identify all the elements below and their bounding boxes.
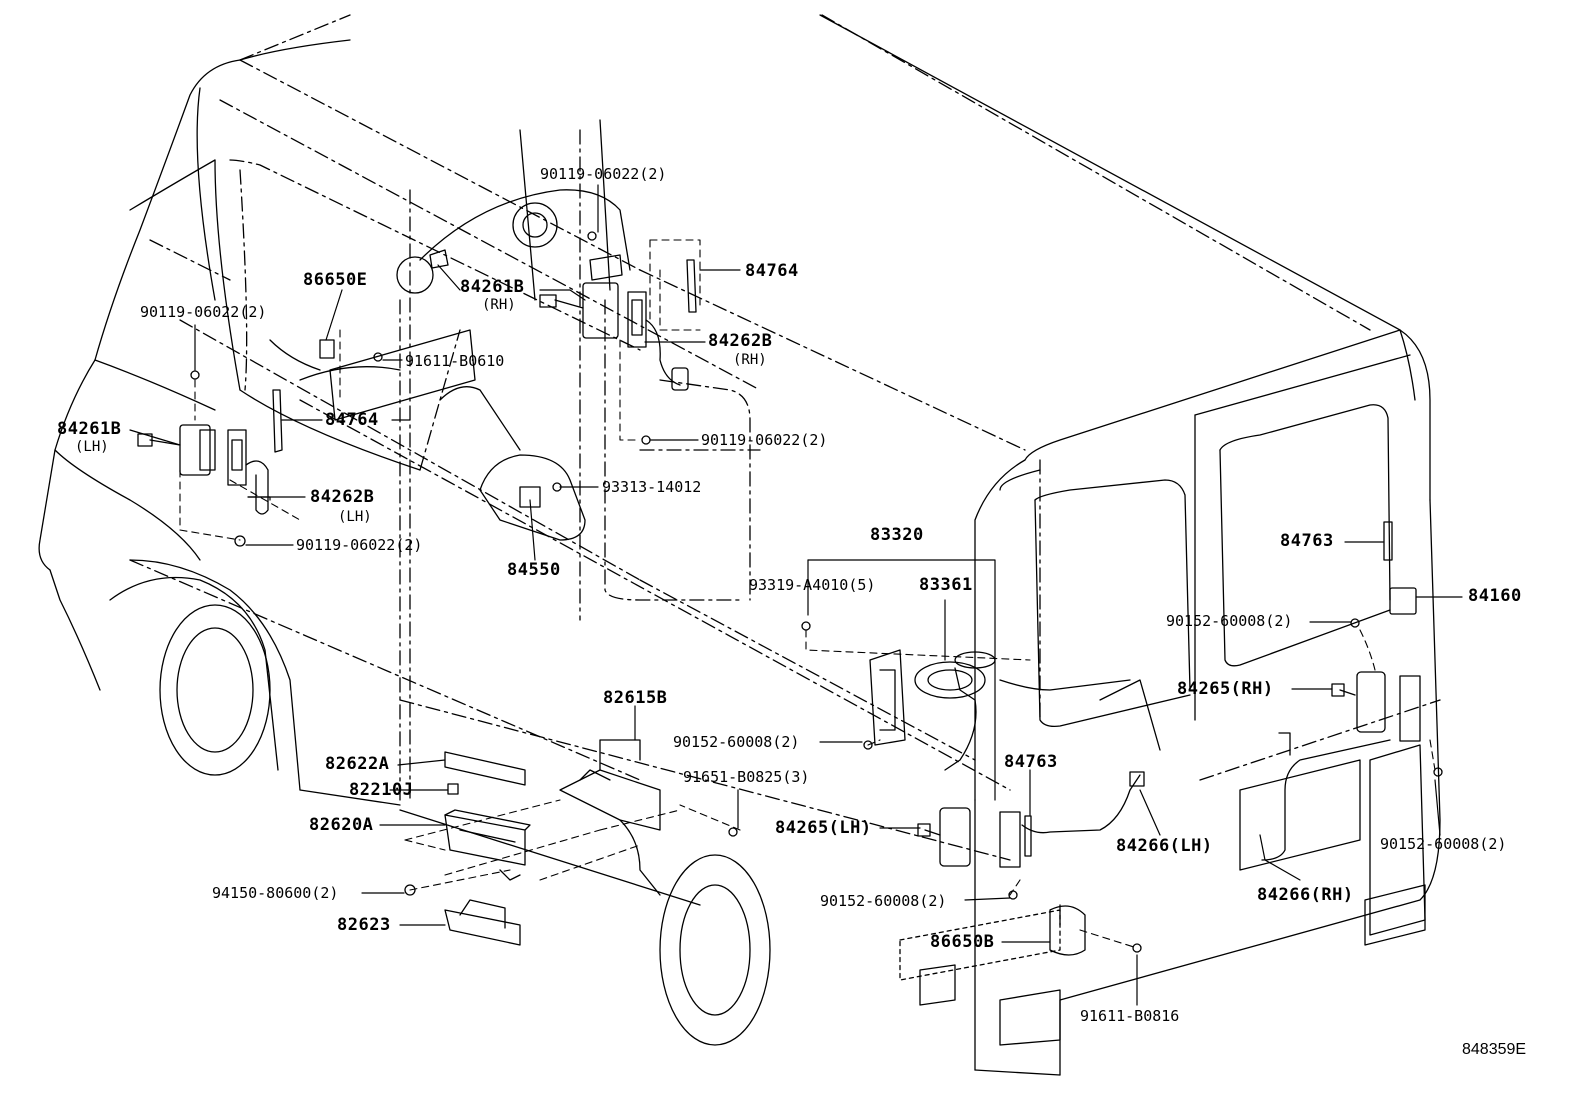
callout-84763-lower: 84763 xyxy=(1004,752,1058,772)
dashboard xyxy=(269,119,631,541)
figure-id: 848359E xyxy=(1462,1041,1527,1058)
callout-84261B-rh: 84261B xyxy=(460,277,525,297)
callout-84266-lh: 84266(LH) xyxy=(1116,836,1213,856)
callout-84550: 84550 xyxy=(507,560,561,580)
callout-bolt-90119-06022: 90119-06022(2) xyxy=(540,165,667,183)
callout-84261B-rh-side: (RH) xyxy=(482,297,516,313)
callout-screw-90152-60008: 90152-60008(2) xyxy=(1380,835,1507,853)
callout-screw-93319-A4010: 93319-A4010(5) xyxy=(749,576,876,594)
callout-82620A: 82620A xyxy=(309,815,374,835)
callout-84265-rh: 84265(RH) xyxy=(1177,679,1274,699)
callout-82622A: 82622A xyxy=(325,754,390,774)
callout-84262B-lh: 84262B xyxy=(310,487,375,507)
lh-door-lamp-parts xyxy=(137,339,383,547)
rear-lamp-parts xyxy=(917,521,1443,956)
rh-door-lamp-parts xyxy=(519,231,697,508)
fuel-pump-parts xyxy=(801,621,1161,771)
callout-bolt-90119-06022: 90119-06022(2) xyxy=(701,431,828,449)
callout-86650E: 86650E xyxy=(303,270,368,290)
callout-screw-93313-14012: 93313-14012 xyxy=(602,478,702,496)
callout-screw-91611-B0816: 91611-B0816 xyxy=(1080,1007,1180,1025)
callout-84266-rh: 84266(RH) xyxy=(1257,885,1354,905)
callout-84763-upper: 84763 xyxy=(1280,531,1334,551)
callout-84160: 84160 xyxy=(1468,586,1522,606)
callout-82623: 82623 xyxy=(337,915,391,935)
callout-86650B: 86650B xyxy=(930,932,995,952)
callout-84261B-lh: 84261B xyxy=(57,419,122,439)
callout-84261B-lh-side: (LH) xyxy=(75,439,109,455)
phantom-lines xyxy=(179,239,1436,949)
callout-screw-91611-B0610: 91611-B0610 xyxy=(405,352,505,370)
callout-84764-lh: 84764 xyxy=(325,410,379,430)
callout-bolt-90119-06022: 90119-06022(2) xyxy=(140,303,267,321)
leader-lines xyxy=(129,184,1463,1006)
ecu-bracket-parts xyxy=(404,739,738,946)
callout-83361: 83361 xyxy=(919,575,973,595)
callout-nut-94150-80600: 94150-80600(2) xyxy=(212,884,339,902)
callout-83320: 83320 xyxy=(870,525,924,545)
callout-82615B: 82615B xyxy=(603,688,668,708)
callout-84265-lh: 84265(LH) xyxy=(775,818,872,838)
callout-bolt-90119-06022: 90119-06022(2) xyxy=(296,536,423,554)
callout-84262B-rh-side: (RH) xyxy=(733,352,767,368)
callout-84764-rh: 84764 xyxy=(745,261,799,281)
callout-nut-91651-B0825: 91651-B0825(3) xyxy=(683,768,810,786)
callout-screw-90152-60008: 90152-60008(2) xyxy=(820,892,947,910)
callout-84262B-lh-side: (LH) xyxy=(338,509,372,525)
van-body xyxy=(38,14,1441,1076)
callout-screw-90152-60008: 90152-60008(2) xyxy=(1166,612,1293,630)
callout-84262B-rh: 84262B xyxy=(708,331,773,351)
callout-screw-90152-60008: 90152-60008(2) xyxy=(673,733,800,751)
callout-82210J: 82210J xyxy=(349,780,414,800)
